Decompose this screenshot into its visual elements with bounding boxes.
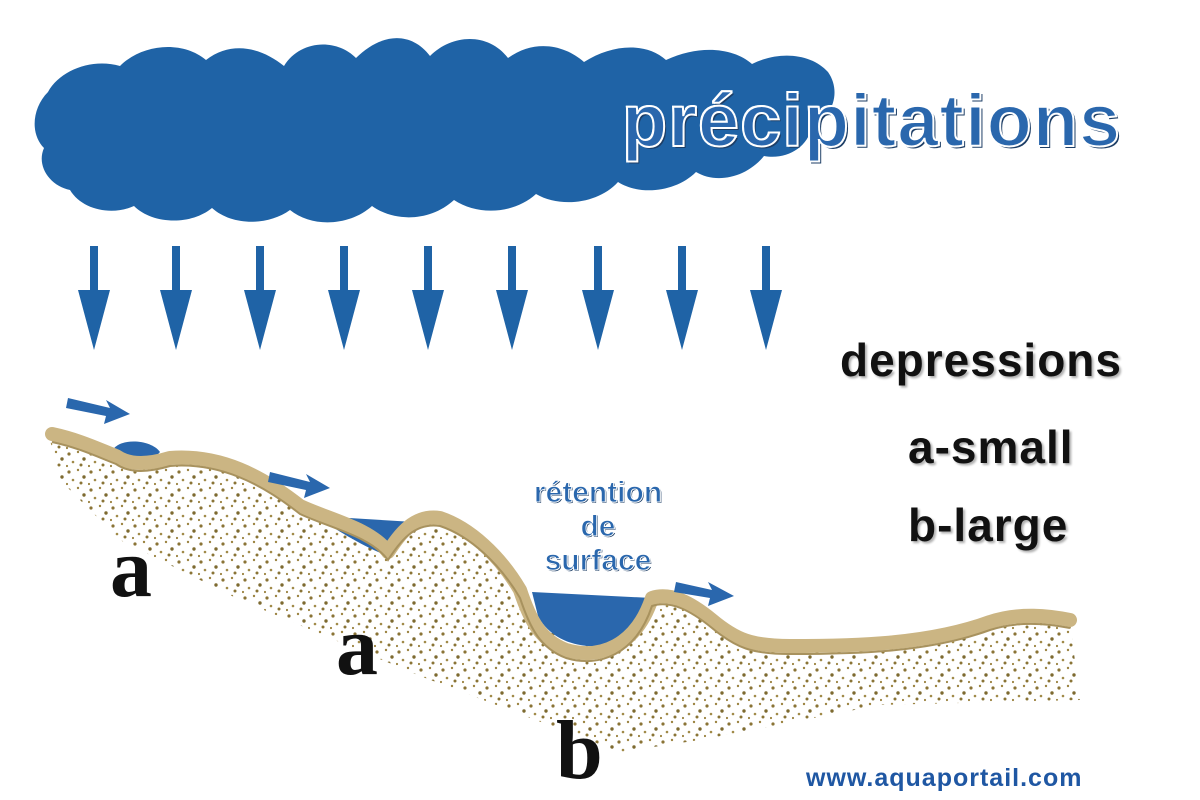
legend-item-large: b-large xyxy=(908,499,1069,551)
water-pool-large xyxy=(532,592,652,647)
depression-label-a-first: a xyxy=(110,522,152,615)
ground-surface xyxy=(45,427,1077,660)
rain-arrow-icon xyxy=(750,246,782,350)
retention-line-1: rétention xyxy=(533,476,663,510)
retention-line-2: de xyxy=(580,510,616,544)
rain-arrow-icon xyxy=(412,246,444,350)
rain-arrow-icon xyxy=(328,246,360,350)
rain-arrow-icon xyxy=(160,246,192,350)
cloud-icon xyxy=(34,38,835,223)
rain-arrow-icon xyxy=(666,246,698,350)
rain-arrows xyxy=(78,246,782,350)
rain-arrow-icon xyxy=(496,246,528,350)
depression-label-b: b xyxy=(556,704,603,797)
legend-item-small: a-small xyxy=(908,421,1074,473)
runoff-arrow-icon xyxy=(674,582,734,606)
precipitation-title: précipitations xyxy=(621,78,1122,163)
retention-line-3: surface xyxy=(544,544,652,578)
website-credit: www.aquaportail.com xyxy=(806,764,1083,792)
legend-heading: depressions xyxy=(840,334,1122,386)
depression-label-a-second: a xyxy=(336,600,378,693)
rain-arrow-icon xyxy=(244,246,276,350)
rain-arrow-icon xyxy=(78,246,110,350)
surface-retention-label: rétention de surface xyxy=(498,476,698,578)
runoff-arrow-icon xyxy=(268,472,330,498)
ground-surface-edge xyxy=(51,441,1071,662)
runoff-arrows xyxy=(66,398,734,606)
rain-arrow-icon xyxy=(582,246,614,350)
runoff-arrow-icon xyxy=(66,398,130,424)
